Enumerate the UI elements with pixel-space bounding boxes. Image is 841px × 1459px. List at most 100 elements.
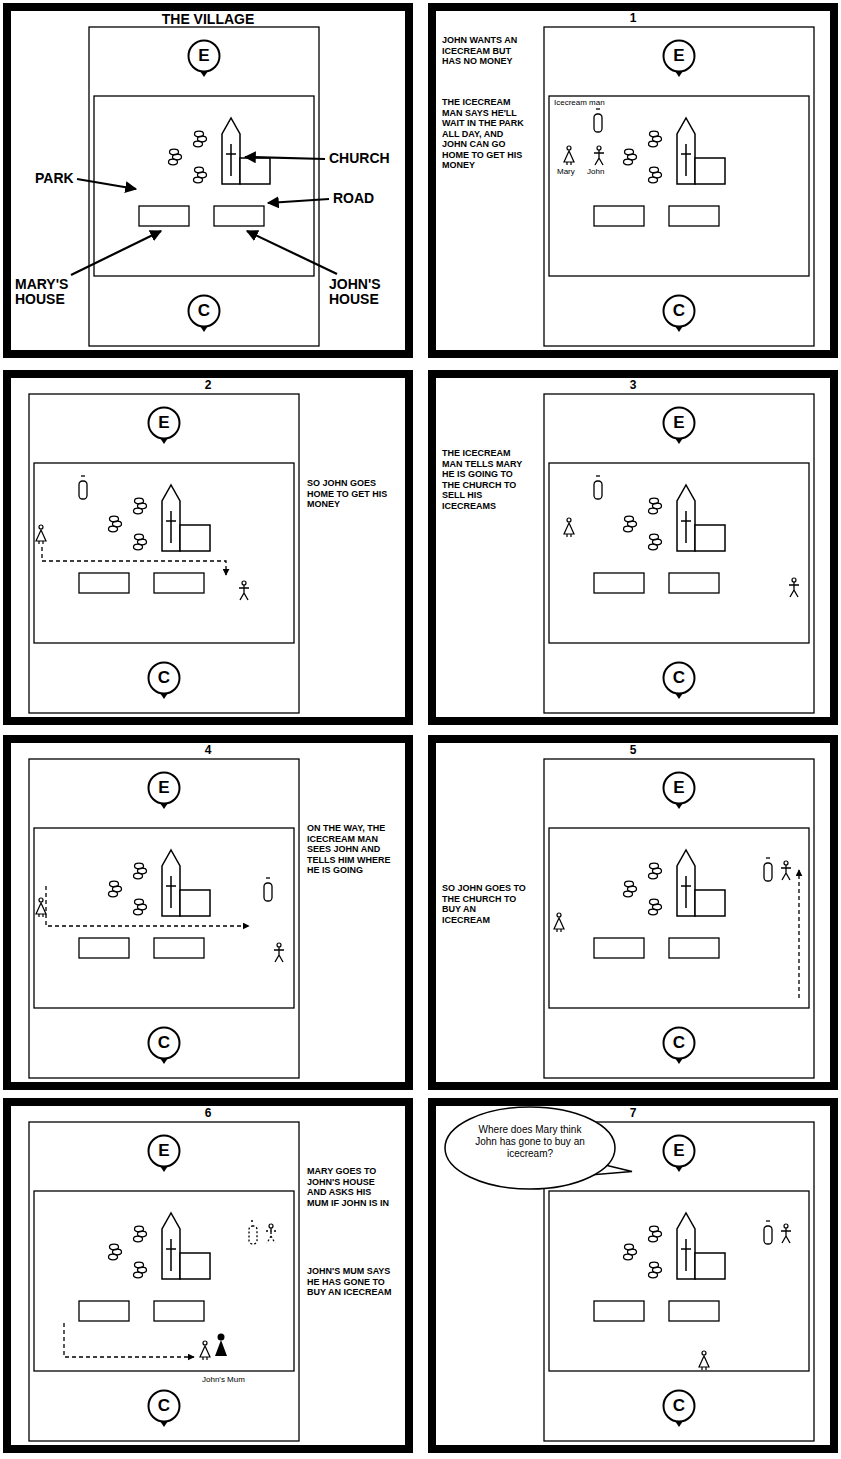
john-house — [669, 938, 719, 958]
story-text: JOHN'S MUM SAYS HE HAS GONE TO BUY AN IC… — [307, 1266, 395, 1298]
story-panel: 2 SO JOHN GOES HOME TO GET HIS MONEY E C — [3, 370, 413, 725]
story-panel: THE VILLAGEECPARKCHURCHROADMARY'S HOUSEJ… — [3, 3, 413, 358]
story-text: JOHN WANTS AN ICECREAM BUT HAS NO MONEY — [442, 35, 526, 67]
panel-number: 3 — [436, 378, 830, 392]
church-cross — [166, 511, 176, 543]
story-text: SO JOHN GOES HOME TO GET HIS MONEY — [307, 478, 395, 510]
question-text: Where does Mary think John has gone to b… — [444, 1106, 616, 1178]
icecream-man-figure — [264, 883, 272, 901]
church-hall — [695, 158, 725, 184]
story-panel: 5SO JOHN GOES TO THE CHURCH TO BUY AN IC… — [428, 735, 838, 1090]
compass-marker: E — [146, 406, 182, 446]
map-frame — [544, 27, 814, 346]
compass-marker: E — [661, 406, 697, 446]
mary-figure — [554, 918, 564, 929]
marker-letter: C — [661, 294, 697, 328]
john-figure — [266, 1228, 276, 1243]
tree-scribble — [134, 1236, 143, 1242]
marker-letter: E — [661, 39, 697, 73]
church-hall — [240, 158, 270, 184]
tree-scribble — [194, 141, 203, 147]
tree-scribble — [624, 159, 633, 165]
mary-figure — [200, 1346, 210, 1357]
compass-marker: E — [661, 771, 697, 811]
story-text: THE ICECREAM MAN SAYS HE'LL WAIT IN THE … — [442, 97, 526, 171]
john-figure — [781, 1228, 791, 1243]
icecream-man-hat — [266, 877, 270, 878]
tree-scribble — [649, 873, 658, 879]
marker-letter: C — [146, 1389, 182, 1423]
compass-marker: E — [661, 1134, 697, 1174]
compass-marker: C — [661, 1389, 697, 1429]
map-label: PARK — [35, 171, 74, 186]
tree-scribble — [649, 508, 658, 514]
leader-arrow — [245, 157, 325, 159]
church-cross — [166, 876, 176, 908]
route-path — [798, 870, 799, 998]
icecream-man-figure — [764, 1226, 772, 1244]
mary-legs — [702, 1367, 706, 1370]
john-figure — [781, 865, 791, 880]
compass-marker: E — [186, 39, 222, 79]
icecream-man-hat — [766, 857, 770, 858]
tree-scribble — [624, 891, 633, 897]
tree-scribble — [649, 141, 658, 147]
marker-letter: C — [146, 1026, 182, 1060]
mary-house — [79, 573, 129, 593]
marker-letter: C — [146, 661, 182, 695]
mary-house — [79, 1301, 129, 1321]
church-cross — [681, 144, 691, 176]
map-label: Mary — [557, 168, 575, 177]
tree-scribble — [649, 1236, 658, 1242]
tree-scribble — [649, 177, 658, 183]
church-tower — [677, 850, 695, 916]
village-area — [94, 96, 314, 276]
story-panel: 4ON THE WAY, THE ICECREAM MAN SEES JOHN … — [3, 735, 413, 1090]
tree-scribble — [649, 1272, 658, 1278]
icecream-man-figure — [764, 863, 772, 881]
tree-scribble — [109, 891, 118, 897]
church-tower — [162, 850, 180, 916]
john-head — [242, 581, 246, 585]
tree-scribble — [134, 873, 143, 879]
compass-marker: C — [661, 294, 697, 334]
tree-scribble — [169, 159, 178, 165]
mary-house — [594, 206, 644, 226]
route-path — [46, 886, 249, 926]
marker-letter: C — [661, 1389, 697, 1423]
john-house — [154, 1301, 204, 1321]
village-area — [549, 1191, 809, 1371]
mary-head — [702, 1351, 706, 1355]
story-text: MARY GOES TO JOHN'S HOUSE AND ASKS HIS M… — [307, 1166, 395, 1208]
church-hall — [180, 890, 210, 916]
mum-head — [218, 1334, 225, 1341]
john-figure — [239, 585, 249, 600]
mary-head — [567, 518, 571, 522]
map-frame — [544, 759, 814, 1078]
compass-marker: E — [146, 1134, 182, 1174]
church-cross — [681, 511, 691, 543]
marker-letter: E — [186, 39, 222, 73]
panel-number: 2 — [11, 378, 405, 392]
church-tower — [677, 485, 695, 551]
compass-marker: E — [146, 771, 182, 811]
compass-marker: C — [661, 661, 697, 701]
mary-figure — [699, 1356, 709, 1367]
route-path — [42, 547, 226, 575]
map-label: ROAD — [333, 191, 374, 206]
marker-letter: E — [661, 1134, 697, 1168]
icecream-man-hat — [766, 1220, 770, 1221]
map-label: John's Mum — [202, 1376, 245, 1385]
john-house — [669, 1301, 719, 1321]
leader-arrow — [71, 231, 161, 275]
map-frame — [544, 394, 814, 713]
church-tower — [677, 1213, 695, 1279]
mum-figure — [215, 1340, 227, 1356]
village-area — [549, 96, 809, 276]
icecream-man-figure — [79, 481, 87, 499]
john-head — [784, 1224, 788, 1228]
mary-legs — [39, 914, 43, 917]
church-cross — [681, 1239, 691, 1271]
